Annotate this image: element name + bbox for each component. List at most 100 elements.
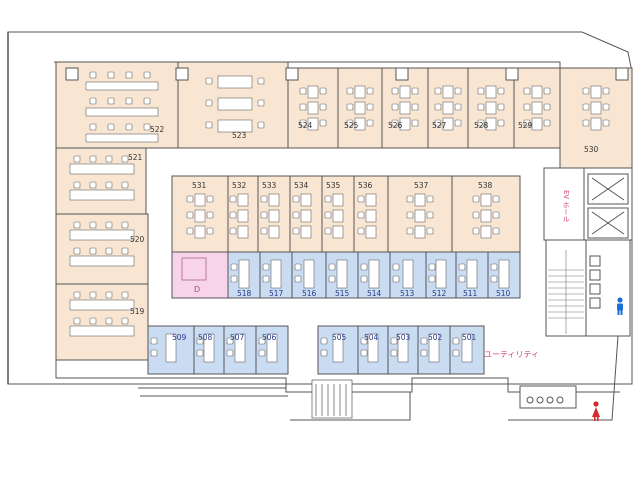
chair (420, 337, 428, 345)
desk (268, 225, 280, 239)
chair (143, 97, 151, 105)
room-label-522: 522 (150, 125, 165, 134)
chair (472, 211, 480, 219)
chair (320, 349, 328, 357)
desk (332, 209, 344, 223)
chair (523, 119, 531, 127)
room-label-506: 506 (262, 333, 277, 342)
desk (367, 333, 379, 363)
chair (434, 119, 442, 127)
chair (186, 227, 194, 235)
chair (497, 119, 505, 127)
chair (328, 275, 336, 283)
chair (260, 227, 268, 235)
chair (497, 87, 505, 95)
desk (194, 209, 206, 223)
room-label-508: 508 (198, 333, 213, 342)
desk (365, 209, 377, 223)
room-521[interactable] (55, 147, 147, 215)
chair (226, 337, 234, 345)
chair (458, 263, 466, 271)
room-label-513: 513 (400, 289, 415, 298)
utility-label: ユーティリティ (484, 350, 539, 359)
chair (472, 195, 480, 203)
desk (480, 193, 492, 207)
desk (485, 117, 497, 131)
room-label-526: 526 (388, 121, 403, 130)
chair (73, 317, 81, 325)
desk (307, 117, 319, 131)
chair (602, 119, 610, 127)
desk (336, 259, 348, 289)
chair (105, 181, 113, 189)
desk (442, 101, 454, 115)
chair (260, 211, 268, 219)
desk (466, 259, 478, 289)
chair (121, 155, 129, 163)
chair (360, 263, 368, 271)
chair (73, 291, 81, 299)
room-label-515: 515 (335, 289, 350, 298)
desk (268, 193, 280, 207)
desk (69, 163, 135, 175)
chair (143, 71, 151, 79)
chair (292, 227, 300, 235)
chair (324, 195, 332, 203)
room-520[interactable] (55, 213, 149, 285)
chair (230, 263, 238, 271)
chair (406, 195, 414, 203)
desk (354, 101, 366, 115)
desk (590, 101, 602, 115)
room-label-501: 501 (462, 333, 477, 342)
chair (125, 71, 133, 79)
room-label-518: 518 (237, 289, 252, 298)
desk (397, 333, 409, 363)
desk (354, 117, 366, 131)
chair (89, 317, 97, 325)
chair (230, 275, 238, 283)
room-label-531: 531 (192, 181, 207, 190)
chair (105, 155, 113, 163)
room-514[interactable] (357, 251, 391, 299)
room-label-538: 538 (478, 181, 493, 190)
chair (357, 227, 365, 235)
desk (203, 333, 215, 363)
chair (299, 87, 307, 95)
desk (85, 133, 159, 143)
room-label-502: 502 (428, 333, 443, 342)
chair (366, 119, 374, 127)
desk (332, 333, 344, 363)
chair (89, 71, 97, 79)
chair (229, 195, 237, 203)
desk (234, 333, 246, 363)
chair (89, 221, 97, 229)
room-522[interactable] (55, 61, 179, 149)
desk (238, 259, 250, 289)
room-label-525: 525 (344, 121, 359, 130)
chair (292, 195, 300, 203)
room-510[interactable] (487, 251, 521, 299)
desk (590, 117, 602, 131)
chair (390, 337, 398, 345)
room-519[interactable] (55, 283, 149, 361)
chair (420, 349, 428, 357)
chair (582, 119, 590, 127)
chair (257, 99, 265, 107)
chair (324, 211, 332, 219)
chair (258, 337, 266, 345)
chair (490, 263, 498, 271)
desk (368, 259, 380, 289)
column-markers (65, 67, 629, 81)
desk (300, 193, 312, 207)
chair (523, 87, 531, 95)
room-label-516: 516 (302, 289, 317, 298)
room-label-514: 514 (367, 289, 382, 298)
desk (194, 193, 206, 207)
room-label-536: 536 (358, 181, 373, 190)
desk (69, 229, 135, 241)
desk (194, 225, 206, 239)
chair (426, 211, 434, 219)
chair (206, 211, 214, 219)
chair (366, 103, 374, 111)
